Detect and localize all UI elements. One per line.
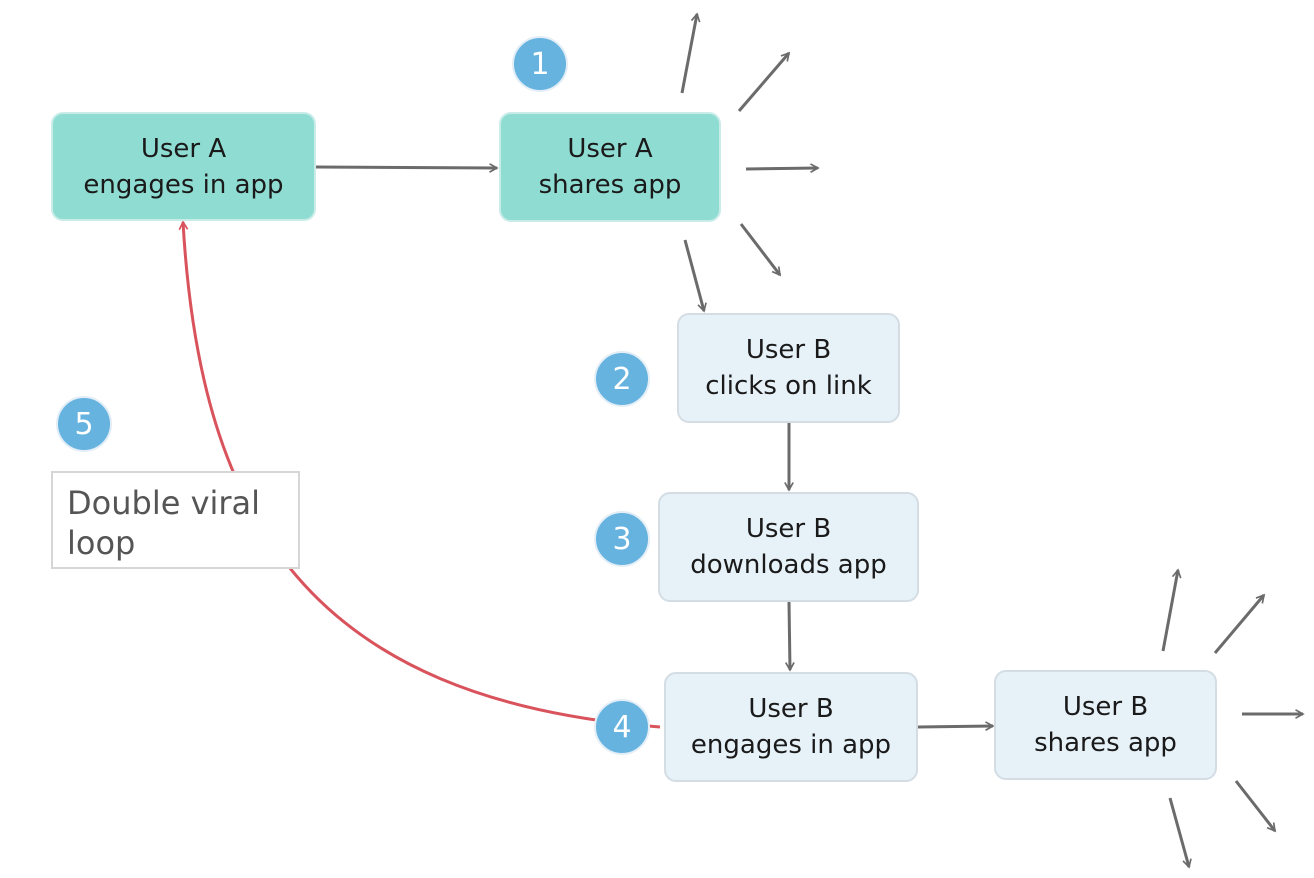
step-badge-2: 2 (594, 351, 650, 407)
node-label-line2: clicks on link (705, 371, 872, 401)
node-user-a-engages: User A engages in app (51, 112, 316, 221)
step-badge-4: 4 (594, 699, 650, 755)
node-user-a-shares: User A shares app (499, 112, 721, 222)
node-label-line1: User A (140, 133, 227, 164)
double-viral-loop-note: Double viral loop (51, 471, 300, 569)
viral-loop-arrow (183, 222, 661, 729)
node-label-line2: shares app (1034, 728, 1177, 758)
node-user-b-shares: User B shares app (994, 670, 1217, 780)
arrow-a-shares-to-b-clicks (683, 239, 704, 311)
node-label-line1: User B (745, 514, 832, 544)
node-label-line1: User B (1062, 692, 1149, 722)
node-label-line2: downloads app (690, 550, 887, 580)
step-badge-5: 5 (56, 396, 112, 452)
step-badge-3: 3 (594, 511, 650, 567)
share-arrow-a-1 (680, 14, 697, 94)
share-arrow-a-3 (745, 168, 818, 169)
share-arrow-b-4 (1234, 780, 1277, 831)
share-arrow-a-2 (737, 53, 791, 112)
node-label-line2: shares app (538, 170, 682, 200)
note-line1: Double viral (67, 484, 261, 522)
node-label-line2: engages in app (690, 730, 892, 760)
step-badge-1: 1 (512, 36, 568, 92)
arrow-b-engages-to-b-shares (917, 726, 993, 727)
share-arrow-b-5 (1168, 797, 1189, 867)
share-arrow-b-1 (1161, 570, 1178, 652)
node-user-b-downloads: User B downloads app (658, 492, 919, 602)
share-arrow-b-2 (1213, 595, 1266, 654)
node-label-line1: User B (745, 335, 832, 365)
node-user-b-engages: User B engages in app (664, 672, 918, 782)
node-user-b-clicks: User B clicks on link (677, 313, 900, 423)
node-label-line1: User B (748, 694, 834, 724)
arrow-b-downloads-to-b-engages (789, 601, 790, 670)
share-arrow-a-4 (739, 223, 782, 275)
node-label-line2: engages in app (83, 169, 284, 200)
arrow-a-engages-to-a-shares (315, 167, 497, 168)
note-line2: loop (67, 524, 136, 562)
node-label-line1: User A (567, 134, 653, 164)
